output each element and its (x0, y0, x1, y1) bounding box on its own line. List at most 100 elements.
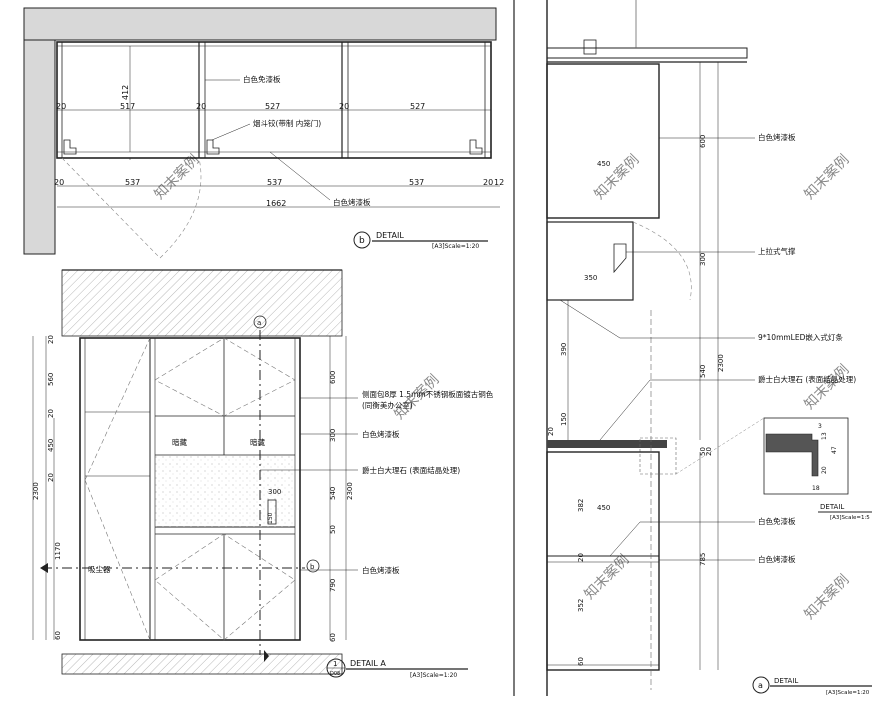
detail-b-marker-text: b (359, 236, 365, 246)
note-a-4: 白色烤漆板 (362, 565, 400, 575)
inner-dim-w: 300 (268, 488, 281, 496)
detail-a-marker-1: 1 (333, 660, 337, 668)
upper-cabinet (546, 63, 660, 219)
note-a-3: 爵士白大理石 (表面结晶处理) (362, 465, 460, 475)
detail-a-marker-b: b (310, 563, 315, 571)
dim-a-left-6: 60 (54, 631, 62, 640)
floor-hatch (61, 653, 343, 675)
note-a-2: 白色烤漆板 (362, 429, 400, 439)
dim-a-total: 2300 (32, 482, 40, 500)
dim-b-bottom-4: 20 (483, 178, 493, 187)
label-b-panel-top: 白色免漆板 (243, 74, 281, 84)
zoom-scale: [A3]Scale=1:5 (830, 515, 870, 521)
note-c-1: 白色烤漆板 (758, 132, 796, 142)
detail-b-scale: [A3]Scale=1:20 (432, 243, 479, 250)
hinge-icon (63, 139, 77, 155)
dim-c-lower-w: 450 (597, 504, 610, 512)
zoom-profile (765, 433, 819, 477)
wall-left (23, 39, 56, 255)
dim-b-top-2: 20 (196, 102, 206, 111)
note-c-3: 9*10mmLED嵌入式灯条 (758, 332, 843, 342)
dim-b-height: 412 (121, 85, 130, 100)
inner-dim-h: 150 (267, 512, 274, 524)
dim-c-lower-20: 20 (577, 553, 585, 562)
label-b-panel-bottom: 白色烤漆板 (333, 197, 371, 207)
hinge-icon (469, 139, 483, 155)
detail-b-title: DETAIL (376, 231, 404, 240)
dim-c-total: 2300 (717, 354, 725, 372)
detail-c-marker-text: a (758, 681, 763, 690)
dim-c-upper-w2: 350 (584, 274, 597, 282)
dim-b-top-3: 527 (265, 102, 280, 111)
note-c-5: 白色免漆板 (758, 516, 796, 526)
watermark-1: 知末案例 (151, 151, 203, 203)
label-cutout-2: 暗藏 (250, 437, 265, 447)
cabinet-outline (56, 41, 492, 159)
dim-b-bottom-1: 537 (125, 178, 140, 187)
dim-c-mid-540: 540 (699, 365, 707, 378)
dim-c-lower-1: 352 (577, 599, 585, 612)
detail-a-scale: [A3]Scale=1:20 (410, 672, 457, 679)
watermark-3: 知末案例 (801, 151, 853, 203)
detail-c-section: 600 300 450 350 390 150 20 540 2300 382 … (546, 0, 872, 696)
hinge-icon (206, 139, 220, 155)
dim-a-right-4: 790 (329, 579, 337, 592)
note-c-6: 白色烤漆板 (758, 554, 796, 564)
zoom-frame (763, 417, 849, 495)
label-smoke: 吸尘器 (88, 564, 111, 574)
dim-a-right-total: 2300 (346, 482, 354, 500)
dim-a-left-2: 20 (47, 409, 55, 418)
dim-c-upper-0: 600 (699, 135, 707, 148)
detail-a-elevation: a b 暗藏 暗藏 吸尘器 300 150 20 560 20 450 20 1… (32, 269, 494, 679)
zoom-dim-2: 47 (831, 446, 838, 454)
dim-b-top-1: 517 (120, 102, 135, 111)
watermark-7: 知末案例 (801, 361, 853, 413)
note-c-4: 爵士白大理石 (表面结晶处理) (758, 374, 856, 384)
section-arrow-icon (264, 650, 269, 662)
dim-a-right-1: 300 (329, 429, 337, 442)
dim-c-upper-1: 300 (699, 253, 707, 266)
dim-b-top-5: 527 (410, 102, 425, 111)
dim-b-bottom-2: 537 (267, 178, 282, 187)
dim-a-left-0: 20 (47, 335, 55, 344)
watermark-6: 知末案例 (801, 571, 853, 623)
label-b-hinge: 烟斗铰(带制 内笼门) (253, 118, 321, 128)
lower-cabinet (546, 451, 660, 671)
marble-niche (155, 455, 295, 527)
ceiling-hatch (61, 269, 343, 337)
wall-top (23, 7, 497, 41)
zoom-dim-1: 13 (821, 432, 828, 440)
detail-c-title: DETAIL (774, 677, 798, 685)
dim-a-right-2: 540 (329, 487, 337, 500)
dim-b-bottom-0: 20 (54, 178, 64, 187)
cabinet-a-outline (79, 337, 301, 641)
detail-b-marker (353, 231, 371, 249)
dim-b-top-0: 20 (56, 102, 66, 111)
dim-a-left-5: 1170 (54, 542, 62, 560)
dim-a-right-5: 60 (329, 633, 337, 642)
dim-b-bottom-3: 537 (409, 178, 424, 187)
detail-a-marker-a: a (257, 319, 261, 327)
dim-c-mid-0: 390 (560, 343, 568, 356)
dim-b-total: 1662 (266, 199, 286, 208)
dim-c-counter-1: 20 (705, 447, 713, 456)
dim-a-left-4: 20 (47, 473, 55, 482)
zoom-dim-4: 18 (812, 485, 820, 492)
detail-c-marker (752, 676, 770, 694)
note-c-2: 上拉式气撑 (758, 246, 796, 256)
dim-c-mid-1: 150 (560, 413, 568, 426)
dim-b-bottom-5: 12 (494, 178, 504, 187)
gas-strut-icon (613, 243, 627, 274)
dim-c-lower-0: 382 (577, 499, 585, 512)
dim-a-right-3: 50 (329, 525, 337, 534)
dim-c-counter-2: 785 (699, 553, 707, 566)
flip-cabinet (546, 221, 634, 301)
dim-c-upper-w1: 450 (597, 160, 610, 168)
dim-a-left-1: 560 (47, 373, 55, 386)
zoom-title: DETAIL (820, 503, 844, 511)
note-a-1-line2: (同衡美办公室) (362, 400, 413, 410)
detail-a-marker-sheet: D08 (330, 671, 340, 677)
dim-a-right-0: 600 (329, 371, 337, 384)
